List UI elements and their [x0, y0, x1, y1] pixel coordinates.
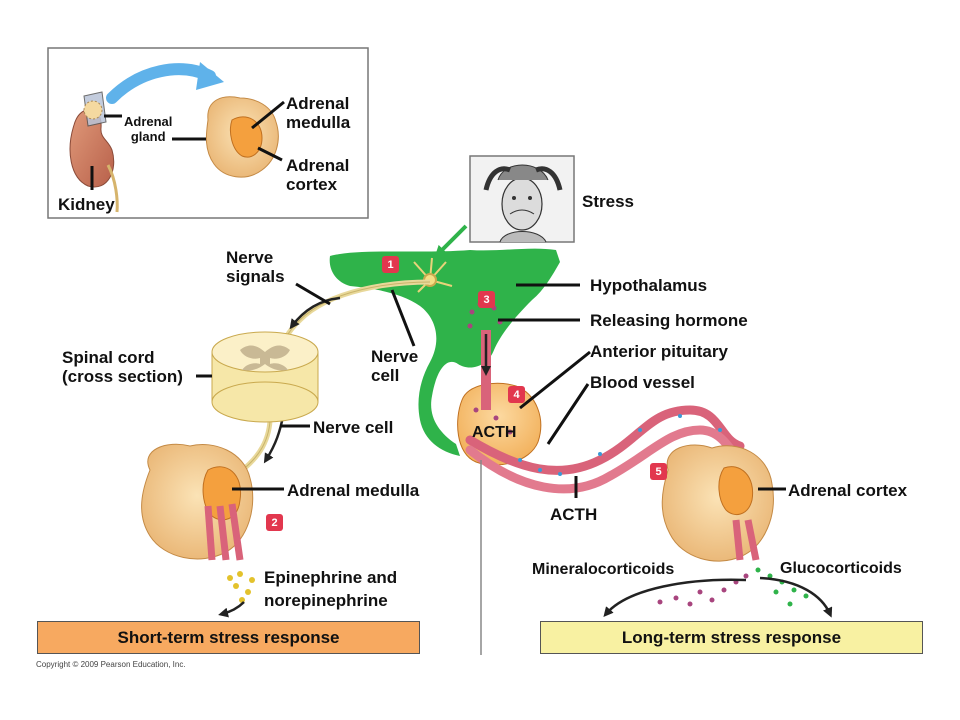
stress-photo	[469, 155, 575, 243]
copyright-notice: Copyright © 2009 Pearson Education, Inc.	[36, 660, 186, 669]
label-hypothalamus: Hypothalamus	[590, 276, 708, 295]
label-nerve-signals: Nerve signals	[226, 248, 285, 287]
label-spinal-cord: Spinal cord (cross section)	[62, 348, 183, 387]
hormone-dots	[227, 293, 809, 607]
adrenal-gland-inset	[205, 96, 279, 178]
leader-lines	[196, 282, 786, 498]
label-nerve-cell-lower: Nerve cell	[313, 418, 394, 437]
kidney-illustration	[69, 91, 119, 213]
spinal-cord	[211, 331, 319, 423]
label-anterior-pituitary: Anterior pituitary	[590, 342, 728, 361]
long-term-response-box: Long-term stress response	[540, 621, 923, 654]
hypothalamus-region	[329, 248, 560, 456]
label-acth-pituitary: ACTH	[472, 424, 517, 441]
step-badge-5: 5	[650, 463, 667, 480]
label-mineralocorticoids: Mineralocorticoids	[532, 561, 675, 578]
label-blood-vessel: Blood vessel	[590, 373, 695, 392]
label-epinephrine: Epinephrine and norepinephrine	[264, 568, 398, 610]
label-stress: Stress	[582, 192, 634, 211]
adrenal-gland-left	[141, 443, 254, 561]
inset-label-adrenal-gland: Adrenal gland	[124, 114, 173, 144]
inset-label-adrenal-medulla: Adrenal medulla	[286, 94, 351, 133]
label-glucocorticoids: Glucocorticoids	[780, 560, 902, 577]
inset-label-kidney: Kidney	[58, 195, 115, 214]
label-releasing-hormone: Releasing hormone	[590, 311, 748, 330]
adrenal-gland-right	[661, 444, 774, 562]
inset-panel	[47, 47, 369, 219]
step-badge-2: 2	[266, 514, 283, 531]
step-badge-3: 3	[478, 291, 495, 308]
label-adrenal-cortex: Adrenal cortex	[788, 481, 908, 500]
inset-label-adrenal-cortex: Adrenal cortex	[286, 156, 350, 195]
step-badge-1: 1	[382, 256, 399, 273]
label-adrenal-medulla: Adrenal medulla	[287, 481, 420, 500]
step-badge-4: 4	[508, 386, 525, 403]
label-acth-vessel: ACTH	[550, 505, 598, 524]
short-term-response-box: Short-term stress response	[37, 621, 420, 654]
label-nerve-cell-upper: Nerve cell	[371, 347, 419, 386]
